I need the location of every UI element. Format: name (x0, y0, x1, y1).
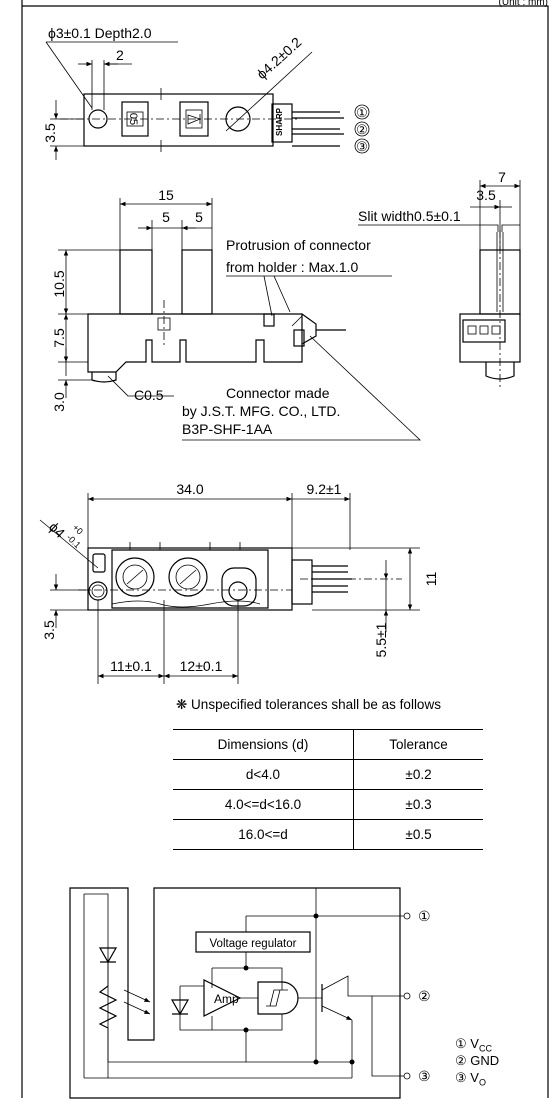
dim-12-0-1: 12±0.1 (180, 658, 223, 674)
dim-3-0: 3.0 (51, 392, 67, 412)
dim-5a: 5 (162, 209, 170, 225)
circuit-pin1: ① (418, 908, 431, 924)
tolerance-header-row: Dimensions (d) Tolerance (173, 729, 483, 760)
legend-label-vo: V (470, 1070, 479, 1085)
holder-base (87, 313, 303, 373)
dim-34: 34.0 (176, 481, 203, 497)
chamfer-c0-5: C0.5 (134, 387, 164, 403)
dim-7-5: 7.5 (51, 328, 67, 348)
connector-line1: Connector made (226, 385, 330, 401)
connector-top (271, 103, 293, 143)
legend-num-1: ① (455, 1036, 467, 1051)
row1-dimension: d<4.0 (173, 759, 354, 790)
tolerance-table: Dimensions (d) Tolerance d<4.0 ±0.2 4.0<… (173, 729, 483, 850)
legend-label-gnd: GND (470, 1053, 500, 1068)
detector-arm (181, 249, 213, 315)
pin3-label: ③ (356, 139, 368, 154)
dim-11-0-1: 11±0.1 (110, 658, 152, 674)
connector-bottom (291, 559, 313, 605)
bottom-view: 34.0 9.2±1 ϕ4 +0 -0.1 11 5 (39, 481, 439, 684)
dim-3-5-side: 3.5 (476, 187, 496, 203)
legend-sub-o: O (478, 1077, 486, 1088)
dim-11: 11 (423, 572, 439, 587)
side-view: 7 3.5 Slit width0.5±0.1 (358, 169, 521, 390)
holder-body-top (83, 93, 274, 147)
amp-triangle (203, 979, 242, 1017)
side-base (459, 313, 521, 363)
legend-num-3: ③ (455, 1070, 467, 1085)
tolerance-note: ❋ Unspecified tolerances shall be as fol… (176, 697, 441, 712)
unit-note: (Unit : mm) (499, 0, 548, 8)
header-tolerance: Tolerance (353, 729, 483, 760)
legend-gnd: ② GND (455, 1053, 499, 1069)
legend-sub-cc: CC (478, 1043, 492, 1054)
dim-15: 15 (158, 187, 174, 203)
connector-line3: B3P-SHF-1AA (182, 421, 273, 437)
voltage-regulator-box (195, 931, 311, 953)
dim-3-5-bottom: 3.5 (41, 620, 57, 640)
page-frame (21, 0, 549, 1098)
dim-5-5: 5.5±1 (373, 622, 389, 657)
top-view: ϕ3±0.1 Depth2.0 2 05 SHARP ① ② ③ ϕ4.2±0.… (42, 25, 370, 160)
protrusion-line1: Protrusion of connector (226, 237, 371, 253)
dim-hole-4-2: ϕ4.2±0.2 (253, 34, 304, 82)
schmitt-trigger (257, 981, 299, 1015)
rotary-dial-2 (168, 557, 208, 597)
emitter-arm (119, 249, 153, 315)
row3-tolerance: ±0.5 (353, 819, 483, 850)
dim-3-5-top: 3.5 (42, 123, 58, 143)
legend-vcc: ① VCC (455, 1036, 492, 1057)
voltage-regulator-label: Voltage regulator (210, 938, 297, 950)
brand-label: SHARP (275, 107, 284, 136)
hole-depth-label: ϕ3±0.1 Depth2.0 (48, 25, 152, 41)
circuit-pin3: ③ (418, 1068, 431, 1084)
row3-dimension: 16.0<=d (173, 819, 354, 850)
table-row: 4.0<=d<16.0 ±0.3 (173, 789, 483, 820)
front-view: 15 5 5 10.5 7.5 3.0 C0.5 Pr (51, 187, 422, 441)
dim-10-5: 10.5 (51, 270, 67, 297)
legend-label-vcc: V (470, 1036, 479, 1051)
dim-9-2: 9.2±1 (307, 481, 342, 497)
chip-05-label: 05 (127, 113, 139, 125)
circuit-diagram: Voltage regulator Amp ① ② ③ (69, 887, 431, 1099)
dim-5b: 5 (195, 209, 203, 225)
dim-7: 7 (498, 169, 506, 185)
row2-dimension: 4.0<=d<16.0 (173, 789, 354, 820)
row2-tolerance: ±0.3 (353, 789, 483, 820)
dim-2: 2 (116, 47, 124, 63)
table-row: 16.0<=d ±0.5 (173, 819, 483, 850)
slit-width: Slit width0.5±0.1 (358, 208, 461, 224)
circuit-pin2: ② (418, 988, 431, 1004)
connector-line2: by J.S.T. MFG. CO., LTD. (182, 403, 340, 419)
protrusion-line2: from holder : Max.1.0 (226, 259, 358, 275)
holder-body-bottom (87, 547, 293, 611)
table-row: d<4.0 ±0.2 (173, 759, 483, 790)
header-dimensions: Dimensions (d) (173, 729, 354, 760)
legend-num-2: ② (455, 1053, 467, 1068)
row1-tolerance: ±0.2 (353, 759, 483, 790)
legend-vo: ③ VO (455, 1070, 486, 1091)
circuit-outline (69, 887, 401, 1099)
resistor-symbol (98, 985, 118, 1029)
pin1-label: ① (356, 105, 368, 120)
rotary-dial-1 (115, 557, 155, 597)
amp-label: Amp (214, 992, 239, 1006)
pin2-label: ② (356, 122, 368, 137)
bottom-hole-right (228, 581, 248, 601)
